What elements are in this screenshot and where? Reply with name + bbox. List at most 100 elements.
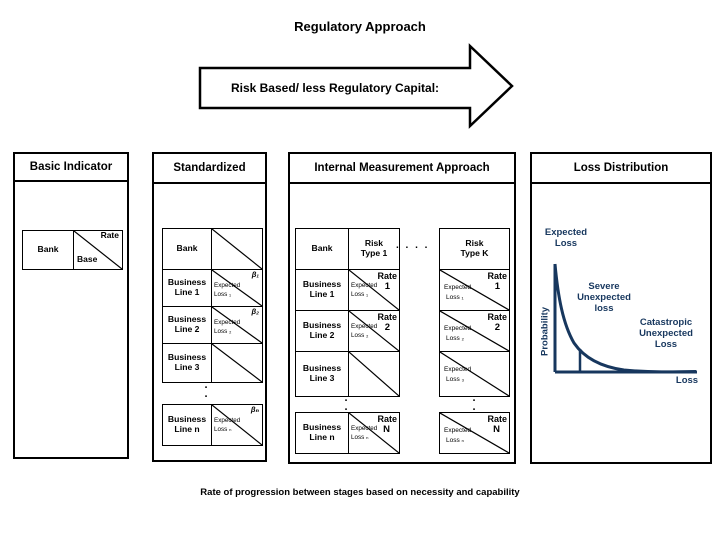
rate-label: Rate xyxy=(377,414,397,424)
diagonal-line xyxy=(212,405,262,445)
loss-n-label: Loss ₙ xyxy=(214,426,232,433)
ima-left-table: Bank Risk Type 1 Business Line 1 Rate 1 … xyxy=(295,228,400,397)
panel-ima: Internal Measurement Approach Bank Risk … xyxy=(288,152,516,464)
rate-number: N xyxy=(493,424,500,435)
panel-basic-indicator-header: Basic Indicator xyxy=(15,154,127,182)
ima-risk-typek-cell: Risk Type K xyxy=(439,228,510,270)
rate-label: Rate xyxy=(377,312,397,322)
expected-label: Expected xyxy=(444,366,472,373)
ima-linen-cell: Business Line n xyxy=(295,412,349,454)
ima-raten-cell: Rate N Expected Loss ₙ xyxy=(348,412,400,454)
diagonal-line xyxy=(212,344,262,382)
basic-base-label: Base xyxy=(77,254,98,265)
loss-1-label: Loss ₁ xyxy=(214,291,232,298)
page-title: Regulatory Approach xyxy=(294,19,426,34)
basic-rate-base-cell: Rate Base xyxy=(73,230,123,270)
rate-label: Rate xyxy=(487,414,507,424)
expected-label: Expected xyxy=(444,284,472,291)
std-bank-cell: Bank xyxy=(162,228,212,270)
ima-line3-cell: Business Line 3 xyxy=(295,351,349,397)
diagonal-line xyxy=(349,270,399,310)
expected-label: Expected xyxy=(351,425,378,432)
std-linen-cell: Business Line n xyxy=(162,404,212,446)
diagonal-line xyxy=(212,307,262,343)
loss-1-label: Loss ₁ xyxy=(446,294,464,301)
basic-indicator-table: Bank Rate Base xyxy=(22,230,123,270)
expected-label: Expected xyxy=(444,325,472,332)
std-beta2-cell: β₂ Expected Loss ₂ xyxy=(211,306,263,344)
ima-line2-cell: Business Line 2 xyxy=(295,310,349,352)
panel-standardized-header: Standardized xyxy=(154,154,265,184)
rate-label: Rate xyxy=(487,312,507,322)
ima-line3-diag-cell xyxy=(348,351,400,397)
basic-rate-label: Rate xyxy=(100,230,119,240)
std-line3-diag-cell xyxy=(211,343,263,383)
diagonal-line xyxy=(440,311,509,351)
ima-rate2-cell: Rate 2 Expected Loss ₂ xyxy=(348,310,400,352)
loss-curve xyxy=(553,263,697,374)
rate-number: 2 xyxy=(494,322,500,333)
panel-loss-distribution: Loss Distribution Expected Loss Probabil… xyxy=(530,152,712,464)
ima-left-ellipsis: . . xyxy=(344,392,348,413)
loss-2-label: Loss ₂ xyxy=(214,328,232,335)
rate-label: Rate xyxy=(487,271,507,281)
standardized-row-n-table: Business Line n βₙ Expected Loss ₙ xyxy=(162,404,263,446)
standardized-table: Bank Business Line 1 β₁ Expected Loss ₁ … xyxy=(162,228,263,383)
rate-number: N xyxy=(383,424,390,435)
loss-2-label: Loss ₂ xyxy=(446,335,465,342)
panel-standardized: Standardized Bank Business Line 1 β₁ Exp… xyxy=(152,152,267,462)
expected-label: Expected xyxy=(214,417,241,424)
ima-rate1-cell: Rate 1 Expected Loss ₁ xyxy=(348,269,400,311)
expected-label: Expected xyxy=(444,427,472,434)
loss-distribution-chart xyxy=(553,263,697,374)
ima-risk-type1-cell: Risk Type 1 xyxy=(348,228,400,270)
diagonal-line xyxy=(440,270,509,310)
std-beta1-cell: β₁ Expected Loss ₁ xyxy=(211,269,263,307)
expected-label: Expected xyxy=(214,319,241,326)
rate-label: Rate xyxy=(377,271,397,281)
diagonal-line xyxy=(440,352,509,396)
ima-k-rate1-cell: Rate 1 Expected Loss ₁ xyxy=(439,269,510,311)
loss-n-label: Loss ₙ xyxy=(446,437,465,444)
loss-axis-label: Loss xyxy=(675,375,699,386)
loss-2-label: Loss ₂ xyxy=(351,332,369,339)
rate-number: 1 xyxy=(494,281,500,292)
std-bank-diag-cell xyxy=(211,228,263,270)
beta-1: β₁ xyxy=(251,270,259,279)
beta-n: βₙ xyxy=(250,405,259,414)
ima-bank-cell: Bank xyxy=(295,228,349,270)
ima-horizontal-ellipsis: . . . . xyxy=(396,240,430,251)
ima-right-ellipsis: . . xyxy=(472,392,476,413)
loss-3-label: Loss ₃ xyxy=(446,376,465,383)
diagonal-line xyxy=(349,311,399,351)
rate-number: 1 xyxy=(384,281,390,292)
diagonal-line xyxy=(349,413,399,453)
rate-number: 2 xyxy=(384,322,390,333)
expected-label: Expected xyxy=(214,282,241,289)
std-line3-cell: Business Line 3 xyxy=(162,343,212,383)
std-betan-cell: βₙ Expected Loss ₙ xyxy=(211,404,263,446)
ima-k-rate2-cell: Rate 2 Expected Loss ₂ xyxy=(439,310,510,352)
panel-loss-distribution-header: Loss Distribution xyxy=(532,154,710,184)
probability-axis-label: Probability xyxy=(539,306,551,357)
expected-label: Expected xyxy=(351,282,378,289)
ima-k-row3-cell: Expected Loss ₃ xyxy=(439,351,510,397)
right-arrow-shape xyxy=(198,43,514,129)
std-line1-cell: Business Line 1 xyxy=(162,269,212,307)
diagonal-line xyxy=(440,413,509,453)
diagonal-line xyxy=(74,231,122,269)
ima-right-table: Risk Type K Rate 1 Expected Loss ₁ Rate … xyxy=(439,228,510,397)
arrow-label: Risk Based/ less Regulatory Capital: xyxy=(230,81,440,95)
panel-basic-indicator: Basic Indicator Bank Rate Base xyxy=(13,152,129,459)
expected-loss-label: Expected Loss xyxy=(544,227,588,249)
std-line2-cell: Business Line 2 xyxy=(162,306,212,344)
beta-2: β₂ xyxy=(251,307,259,316)
diagonal-line xyxy=(349,352,399,396)
diagonal-line xyxy=(212,229,262,269)
ima-left-row-n-table: Business Line n Rate N Expected Loss ₙ xyxy=(295,412,400,454)
ima-k-raten-cell: Rate N Expected Loss ₙ xyxy=(439,412,510,454)
expected-label: Expected xyxy=(351,323,378,330)
severe-unexpected-loss-label: Severe Unexpected loss xyxy=(577,281,631,314)
std-ellipsis: . . xyxy=(204,379,208,400)
basic-bank-cell: Bank xyxy=(22,230,74,270)
